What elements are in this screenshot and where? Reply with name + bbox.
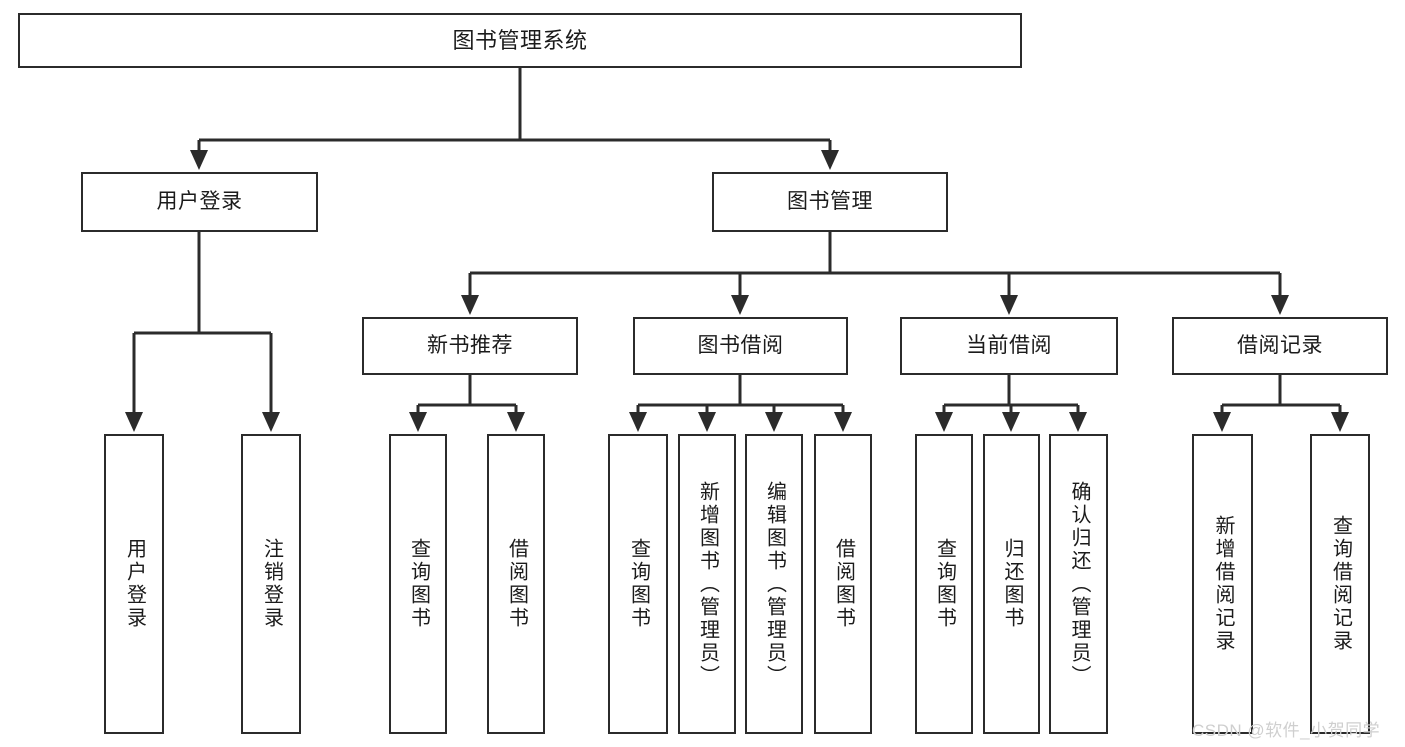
node-label: 当前借阅 (966, 333, 1052, 357)
node-label: 图书借阅 (697, 333, 784, 357)
node-current-borrow[interactable]: 当前借阅 (900, 317, 1118, 375)
node-label: 借阅图书 (505, 538, 528, 630)
node-label: 借阅记录 (1237, 333, 1323, 357)
node-label: 新增图书（管理员） (696, 480, 719, 688)
node-user-login[interactable]: 用户登录 (81, 172, 318, 232)
node-label: 图书管理系统 (452, 27, 588, 53)
node-leaf-confirm-return[interactable]: 确认归还（管理员） (1049, 434, 1108, 734)
arrow-head-icon (765, 412, 783, 432)
node-label: 新书推荐 (427, 333, 513, 357)
arrow-head-icon (1213, 412, 1231, 432)
node-label: 借阅图书 (832, 538, 855, 630)
node-label: 注销登录 (260, 538, 283, 630)
arrow-head-icon (1002, 412, 1020, 432)
node-leaf-borrow-book[interactable]: 借阅图书 (814, 434, 872, 734)
node-leaf-query-book-rec[interactable]: 查询图书 (389, 434, 447, 734)
arrow-head-icon (461, 295, 479, 315)
arrow-head-icon (409, 412, 427, 432)
node-borrow-record[interactable]: 借阅记录 (1172, 317, 1388, 375)
node-label: 查询图书 (933, 538, 956, 630)
arrow-head-icon (834, 412, 852, 432)
node-leaf-query-book-current[interactable]: 查询图书 (915, 434, 973, 734)
node-leaf-query-record[interactable]: 查询借阅记录 (1310, 434, 1370, 734)
node-book-manage[interactable]: 图书管理 (712, 172, 948, 232)
node-label: 确认归还（管理员） (1068, 480, 1090, 688)
node-label: 编辑图书（管理员） (763, 480, 786, 688)
arrow-head-icon (1069, 412, 1087, 432)
node-leaf-edit-book[interactable]: 编辑图书（管理员） (745, 434, 803, 734)
node-leaf-return-book[interactable]: 归还图书 (983, 434, 1040, 734)
node-leaf-borrow-book-rec[interactable]: 借阅图书 (487, 434, 545, 734)
node-label: 用户登录 (156, 189, 243, 213)
node-book-borrow[interactable]: 图书借阅 (633, 317, 848, 375)
node-leaf-add-record[interactable]: 新增借阅记录 (1192, 434, 1253, 734)
arrow-head-icon (507, 412, 525, 432)
node-leaf-user-logout[interactable]: 注销登录 (241, 434, 301, 734)
arrow-head-icon (629, 412, 647, 432)
root-node[interactable]: 图书管理系统 (18, 13, 1022, 68)
arrow-head-icon (698, 412, 716, 432)
arrow-head-icon (125, 412, 143, 432)
arrow-head-icon (1331, 412, 1349, 432)
node-label: 归还图书 (1001, 538, 1023, 630)
node-label: 用户登录 (123, 538, 146, 630)
arrow-head-icon (821, 150, 839, 170)
node-label: 查询图书 (407, 538, 430, 630)
arrow-head-icon (190, 150, 208, 170)
arrow-head-icon (1000, 295, 1018, 315)
node-new-book-rec[interactable]: 新书推荐 (362, 317, 578, 375)
arrow-head-icon (731, 295, 749, 315)
node-leaf-user-login[interactable]: 用户登录 (104, 434, 164, 734)
node-label: 查询图书 (627, 538, 650, 630)
node-leaf-add-book[interactable]: 新增图书（管理员） (678, 434, 736, 734)
node-label: 新增借阅记录 (1212, 515, 1234, 653)
node-label: 查询借阅记录 (1329, 515, 1352, 653)
arrow-head-icon (262, 412, 280, 432)
arrow-head-icon (1271, 295, 1289, 315)
node-label: 图书管理 (787, 189, 873, 213)
node-leaf-query-book-borrow[interactable]: 查询图书 (608, 434, 668, 734)
arrow-head-icon (935, 412, 953, 432)
